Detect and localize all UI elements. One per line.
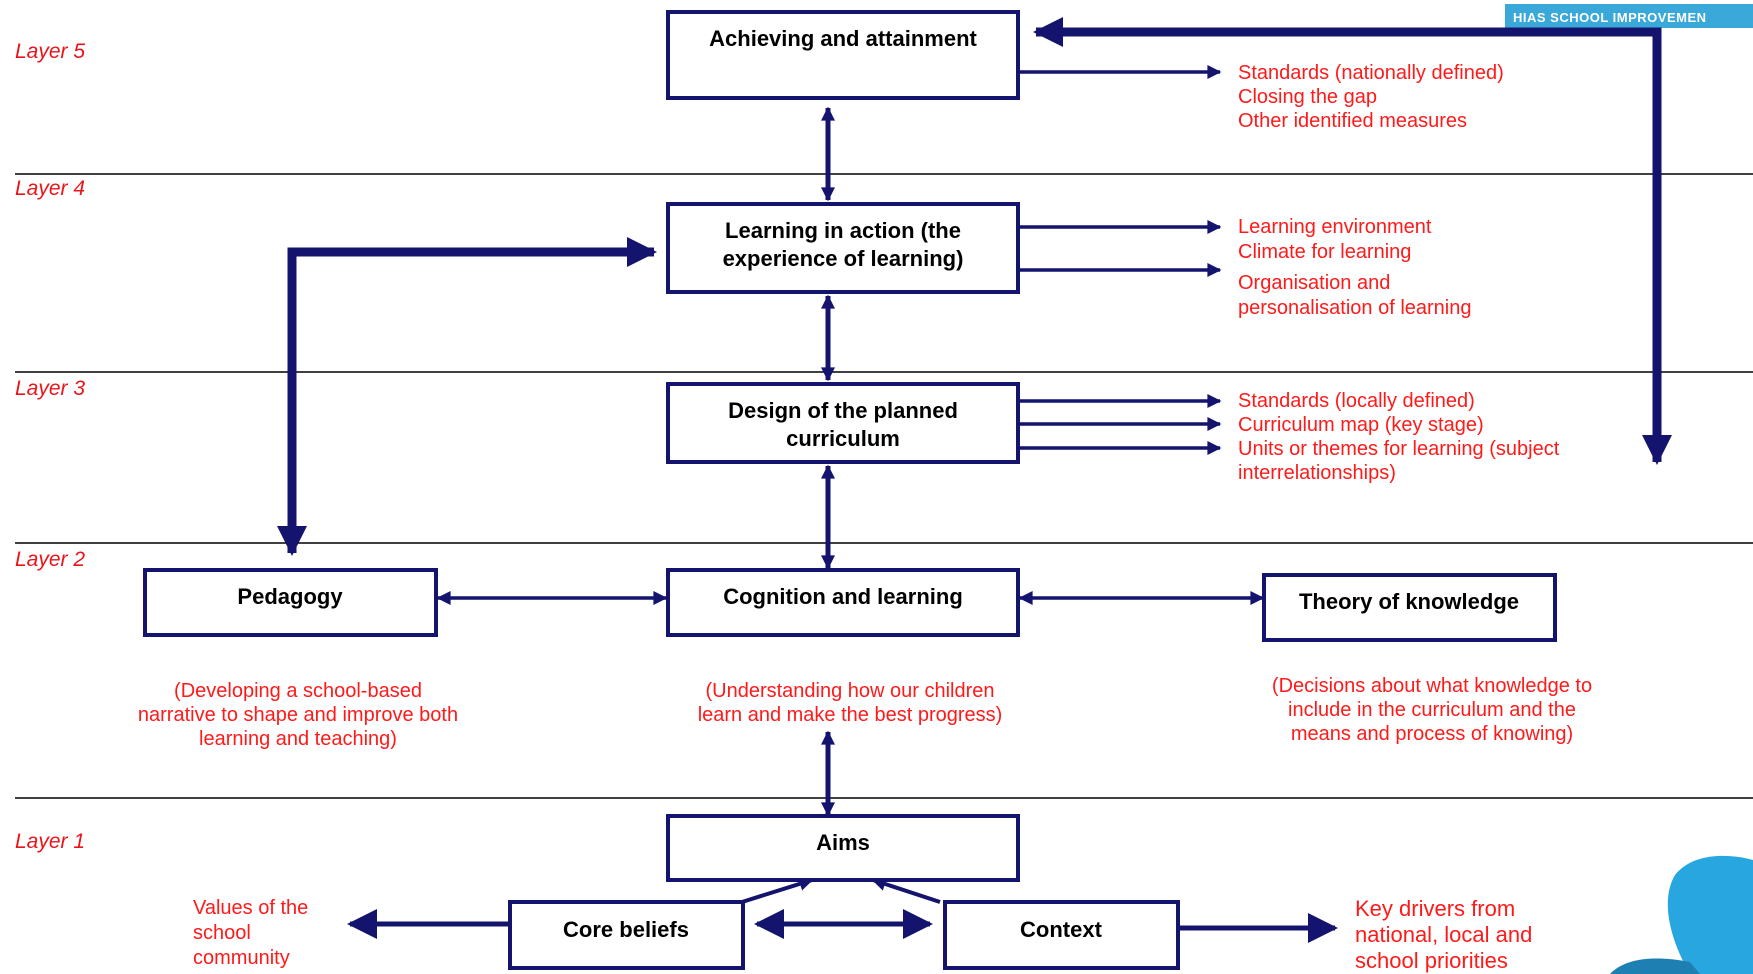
- note-pedagogy-2: narrative to shape and improve both: [138, 704, 458, 726]
- note-interrelationships: interrelationships): [1238, 462, 1396, 484]
- note-values-1: Values of the: [193, 897, 308, 919]
- note-climate: Climate for learning: [1238, 241, 1411, 263]
- note-curriculum-map: Curriculum map (key stage): [1238, 414, 1484, 436]
- box-design-label-line1: Design of the planned: [728, 398, 958, 423]
- connectors: [277, 17, 1672, 943]
- box-achieving: Achieving and attainment: [666, 10, 1020, 100]
- note-standards-national: Standards (nationally defined): [1238, 62, 1504, 84]
- box-context: Context: [943, 900, 1180, 970]
- note-drivers-2: national, local and: [1355, 922, 1532, 947]
- box-core-beliefs-label: Core beliefs: [563, 917, 689, 942]
- layer-label-5: Layer 5: [15, 40, 85, 63]
- box-achieving-label: Achieving and attainment: [709, 26, 977, 51]
- note-drivers-3: school priorities: [1355, 948, 1508, 973]
- notes-layer4: Learning environment Climate for learnin…: [1238, 216, 1472, 319]
- notes-layer3: Standards (locally defined) Curriculum m…: [1238, 390, 1560, 484]
- layer-label-1: Layer 1: [15, 830, 85, 853]
- banner-text: HIAS SCHOOL IMPROVEMEN: [1513, 10, 1707, 25]
- note-units-themes: Units or themes for learning (subject: [1238, 438, 1560, 460]
- feedback-loop-left: [277, 237, 657, 556]
- decorative-blob: [1667, 855, 1753, 974]
- decorative-blob-tail: [1610, 958, 1700, 974]
- box-cognition-label: Cognition and learning: [723, 584, 963, 609]
- feedback-loop-right: [1033, 17, 1672, 465]
- box-pedagogy-label: Pedagogy: [237, 584, 343, 609]
- note-values-2: school: [193, 922, 251, 944]
- note-personalisation: personalisation of learning: [1238, 297, 1472, 319]
- notes-values: Values of the school community: [193, 897, 308, 969]
- box-aims: Aims: [666, 814, 1020, 882]
- box-cognition: Cognition and learning: [666, 568, 1020, 637]
- box-learning-in-action: Learning in action (the experience of le…: [666, 202, 1020, 294]
- box-design-label-line2: curriculum: [786, 426, 900, 451]
- note-values-3: community: [193, 947, 290, 969]
- box-aims-label: Aims: [816, 830, 870, 855]
- note-other-measures: Other identified measures: [1238, 110, 1467, 132]
- notes-layer5: Standards (nationally defined) Closing t…: [1238, 62, 1504, 132]
- note-theory-3: means and process of knowing): [1291, 723, 1573, 745]
- layer-label-4: Layer 4: [15, 177, 85, 200]
- notes-drivers: Key drivers from national, local and sch…: [1355, 896, 1532, 973]
- note-theory-1: (Decisions about what knowledge to: [1272, 675, 1592, 697]
- note-theory-2: include in the curriculum and the: [1288, 699, 1576, 721]
- arrow-context-to-aims: [871, 877, 941, 904]
- box-learning-label-line1: Learning in action (the: [725, 218, 961, 243]
- notes-cognition: (Understanding how our children learn an…: [698, 680, 1003, 726]
- note-pedagogy-1: (Developing a school-based: [174, 680, 422, 702]
- layer-label-3: Layer 3: [15, 377, 85, 400]
- note-standards-local: Standards (locally defined): [1238, 390, 1475, 412]
- notes-pedagogy: (Developing a school-based narrative to …: [138, 680, 458, 750]
- note-pedagogy-3: learning and teaching): [199, 728, 397, 750]
- note-cognition-2: learn and make the best progress): [698, 704, 1003, 726]
- note-closing-gap: Closing the gap: [1238, 86, 1377, 108]
- layer-label-2: Layer 2: [15, 548, 85, 571]
- box-context-label: Context: [1020, 917, 1103, 942]
- box-pedagogy: Pedagogy: [143, 568, 438, 637]
- notes-theory: (Decisions about what knowledge to inclu…: [1272, 675, 1592, 745]
- box-theory: Theory of knowledge: [1262, 573, 1557, 642]
- box-theory-label: Theory of knowledge: [1299, 589, 1519, 614]
- arrow-core-to-aims: [741, 877, 814, 904]
- note-learning-environment: Learning environment: [1238, 216, 1432, 238]
- note-drivers-1: Key drivers from: [1355, 896, 1515, 921]
- note-organisation: Organisation and: [1238, 272, 1390, 294]
- note-cognition-1: (Understanding how our children: [705, 680, 994, 702]
- box-core-beliefs: Core beliefs: [508, 900, 745, 970]
- box-learning-label-line2: experience of learning): [723, 246, 964, 271]
- box-design: Design of the planned curriculum: [666, 382, 1020, 464]
